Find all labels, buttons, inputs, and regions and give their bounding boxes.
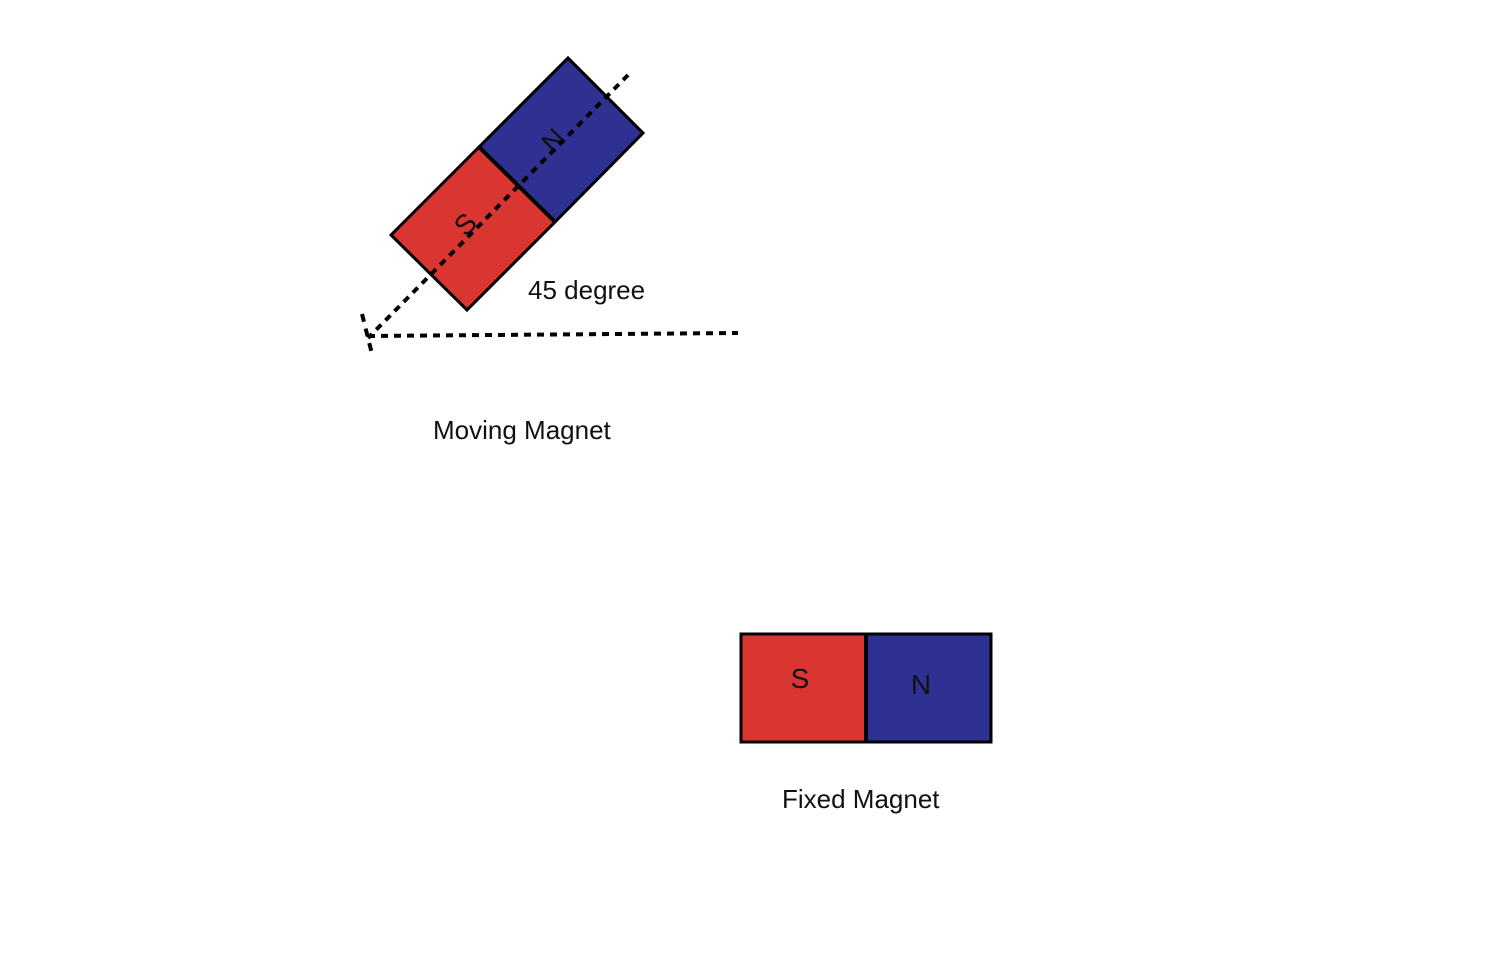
moving-magnet-caption: Moving Magnet bbox=[433, 415, 612, 445]
fixed-magnet-north-label: N bbox=[911, 669, 931, 700]
fixed-magnet: S N bbox=[739, 632, 993, 744]
fixed-magnet-south-label: S bbox=[791, 663, 810, 694]
angle-label: 45 degree bbox=[528, 275, 645, 305]
angle-vertex-tick bbox=[360, 313, 374, 355]
horizontal-reference-dashed-line bbox=[367, 331, 739, 338]
angle-reference-lines bbox=[360, 73, 739, 355]
magnet-axis-dashed-line bbox=[366, 73, 630, 340]
moving-magnet-divider bbox=[477, 145, 557, 224]
fixed-magnet-caption: Fixed Magnet bbox=[782, 784, 940, 814]
fixed-magnet-south-pole bbox=[739, 632, 868, 744]
